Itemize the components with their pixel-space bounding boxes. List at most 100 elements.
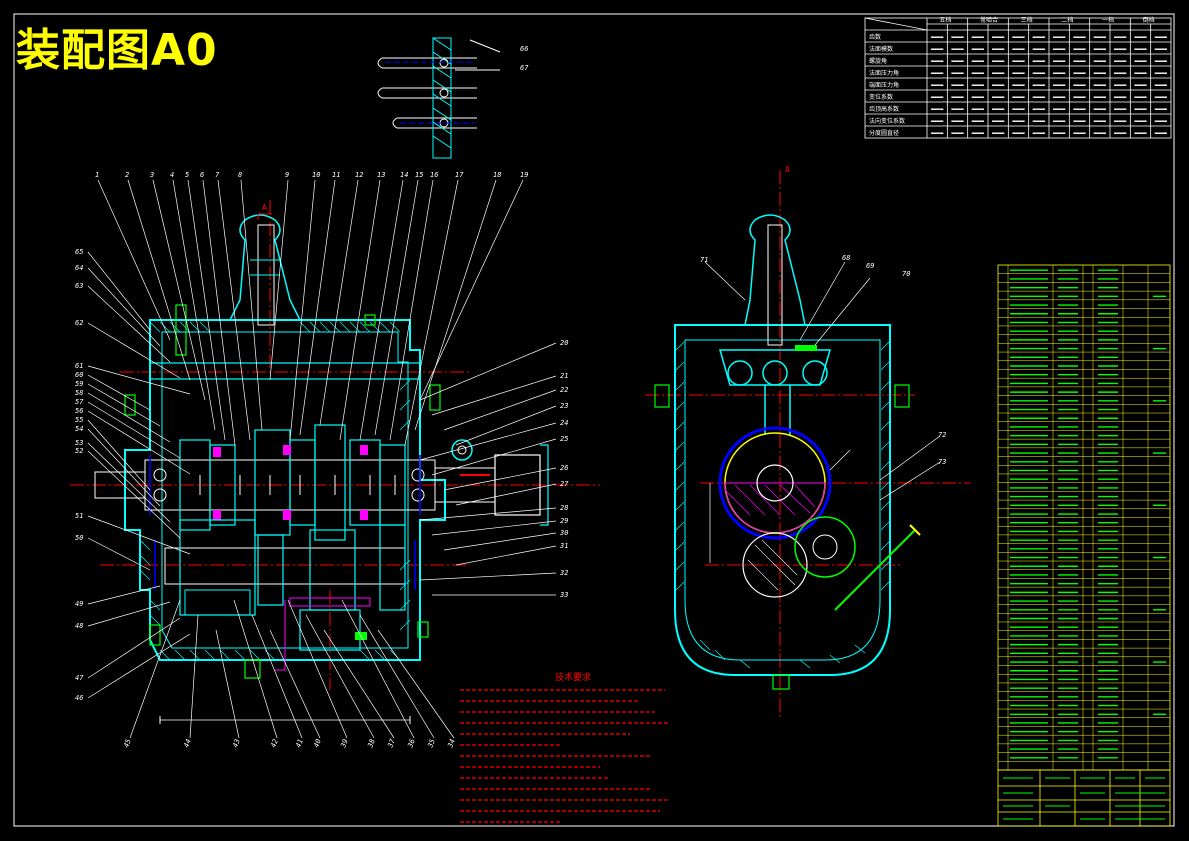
part-number-top: 12 xyxy=(355,171,363,179)
part-number-bottom: 45 xyxy=(122,738,132,749)
part-number-right: 33 xyxy=(559,591,568,599)
gear-row-label: 齿顶高系数 xyxy=(869,105,899,113)
section-mark-b: A xyxy=(785,165,790,174)
part-number-top: 5 xyxy=(185,171,189,179)
part-number-right: 21 xyxy=(560,372,568,380)
part-number-left: 64 xyxy=(75,264,83,272)
part-number-side: 69 xyxy=(866,262,874,270)
part-number-right: 25 xyxy=(560,435,568,443)
gear-row-label: 变位系数 xyxy=(869,93,893,101)
part-number-left: 60 xyxy=(75,371,83,379)
main-section-view xyxy=(70,200,600,724)
part-number-left: 46 xyxy=(75,694,83,702)
part-number-top: 6 xyxy=(200,171,204,179)
part-number-top: 1 xyxy=(95,171,99,179)
part-number-top: 2 xyxy=(125,171,129,179)
part-number-right: 24 xyxy=(560,419,568,427)
gear-row-label: 法向变位系数 xyxy=(869,117,905,125)
part-number-right: 28 xyxy=(560,504,568,512)
part-number-top: 16 xyxy=(430,171,438,179)
part-number-top: 10 xyxy=(312,171,320,179)
part-number-left: 55 xyxy=(75,416,83,424)
side-leaders xyxy=(704,261,941,501)
part-number-bottom: 42 xyxy=(269,738,279,749)
part-number-bottom: 43 xyxy=(231,738,241,749)
part-number-bottom: 39 xyxy=(339,738,350,750)
gear-row-label: 法面模数 xyxy=(869,45,893,53)
part-number-left: 65 xyxy=(75,248,83,256)
part-number-top: 7 xyxy=(215,171,220,179)
part-number-bottom: 36 xyxy=(406,738,417,750)
part-number-right: 32 xyxy=(559,569,568,577)
detail-label-67: 67 xyxy=(520,64,529,72)
part-number-left: 59 xyxy=(75,380,83,388)
title-block xyxy=(997,769,1171,827)
part-number-top: 4 xyxy=(170,171,174,179)
part-number-top: 19 xyxy=(520,171,528,179)
part-number-left: 57 xyxy=(75,398,84,406)
gear-group-label: 常啮合 xyxy=(980,16,998,24)
part-number-top: 11 xyxy=(332,171,340,179)
part-number-left: 50 xyxy=(75,534,83,542)
part-number-right: 23 xyxy=(560,402,568,410)
gear-group-label: 一档 xyxy=(1102,16,1114,24)
part-number-left: 58 xyxy=(75,389,83,397)
part-number-side: 71 xyxy=(700,256,708,264)
part-number-top: 8 xyxy=(238,171,242,179)
gear-parameter-table: 五档常啮合三档二档一档倒档齿数法面模数螺旋角法面压力角端面压力角变位系数齿顶高系… xyxy=(864,16,1172,139)
gear-row-label: 端面压力角 xyxy=(869,81,899,89)
gear-row-label: 法面压力角 xyxy=(869,69,899,77)
part-number-top: 18 xyxy=(493,171,501,179)
part-number-bottom: 34 xyxy=(446,738,457,750)
gear-group-label: 二档 xyxy=(1061,16,1073,24)
tech-requirements-notes xyxy=(460,689,670,823)
part-number-bottom: 38 xyxy=(366,738,377,750)
tech-requirements-title: 技术要求 xyxy=(555,671,591,683)
part-number-bottom: 40 xyxy=(312,738,322,749)
part-number-side: 68 xyxy=(842,254,850,262)
part-number-right: 22 xyxy=(560,386,568,394)
part-number-left: 47 xyxy=(75,674,84,682)
part-number-left: 52 xyxy=(75,447,83,455)
part-number-left: 54 xyxy=(75,425,83,433)
detail-label-66: 66 xyxy=(520,45,528,53)
part-number-bottom: 41 xyxy=(294,738,304,749)
part-number-left: 62 xyxy=(75,319,83,327)
part-number-left: 51 xyxy=(75,512,83,520)
part-number-top: 9 xyxy=(285,171,289,179)
gear-row-label: 螺旋角 xyxy=(869,57,887,65)
title-block-text xyxy=(1003,777,1165,820)
part-number-left: 61 xyxy=(75,362,83,370)
part-number-left: 63 xyxy=(75,282,83,290)
gear-group-label: 五档 xyxy=(939,16,951,24)
part-number-top: 17 xyxy=(455,171,464,179)
gear-row-label: 齿数 xyxy=(869,33,881,41)
part-number-left: 53 xyxy=(75,439,83,447)
detail-view xyxy=(377,37,501,159)
part-number-bottom: 37 xyxy=(386,737,397,749)
part-number-top: 15 xyxy=(415,171,423,179)
side-section-view xyxy=(645,170,970,720)
part-number-top: 3 xyxy=(149,171,154,179)
part-number-top: 13 xyxy=(377,171,385,179)
section-mark-a: A xyxy=(262,203,267,212)
part-number-right: 26 xyxy=(560,464,568,472)
part-number-side: 72 xyxy=(938,431,946,439)
part-number-side: 73 xyxy=(938,458,946,466)
part-number-right: 27 xyxy=(560,480,569,488)
gear-row-label: 分度圆直径 xyxy=(869,129,899,137)
bill-of-materials xyxy=(997,264,1171,771)
part-number-side: 70 xyxy=(902,270,910,278)
drawing-frame xyxy=(13,13,1175,827)
part-number-right: 30 xyxy=(559,529,568,537)
part-number-left: 56 xyxy=(75,407,83,415)
part-number-left: 48 xyxy=(75,622,83,630)
part-number-bottom: 35 xyxy=(426,738,437,750)
drawing-title: 装配图A0 xyxy=(16,25,218,76)
part-number-right: 31 xyxy=(559,542,568,550)
part-number-right: 29 xyxy=(560,517,568,525)
part-number-left: 49 xyxy=(75,600,83,608)
part-number-right: 20 xyxy=(560,339,568,347)
gear-group-label: 倒档 xyxy=(1143,16,1155,24)
